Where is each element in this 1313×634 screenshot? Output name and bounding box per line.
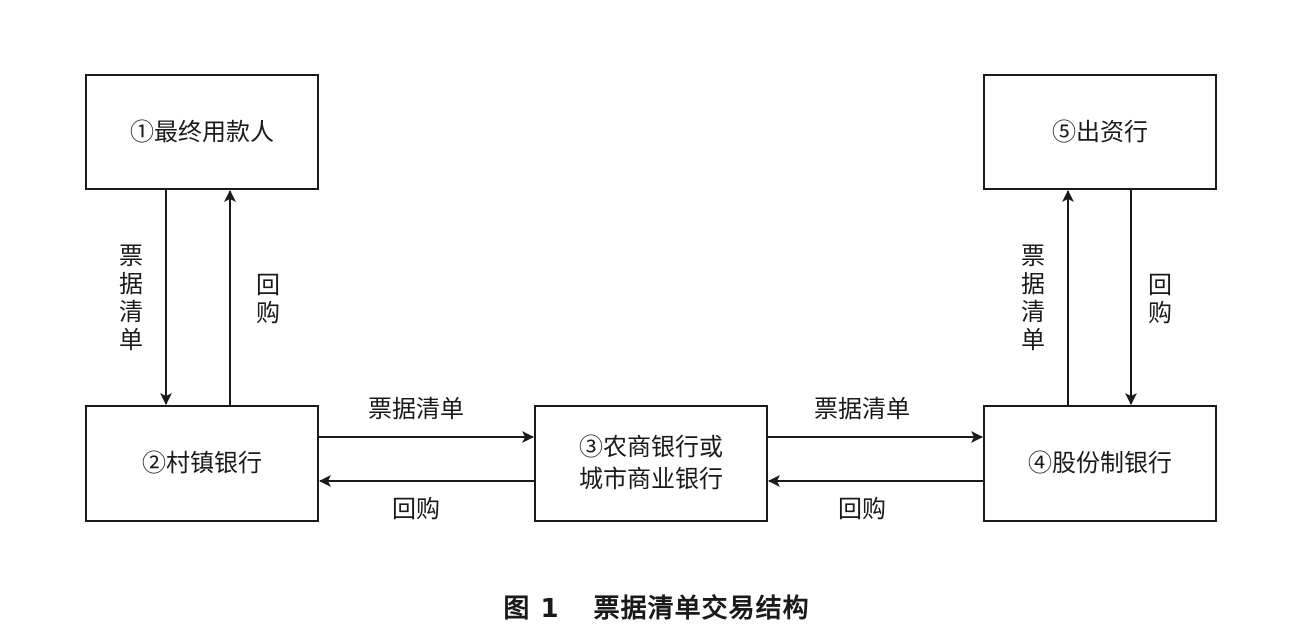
node-label-joint-stock-bank: ④股份制银行 [1028,449,1172,477]
edge-label-jointstock-to-rural: 回购 [838,495,886,523]
node-box-rural-city-bank [534,405,768,522]
edge-label-rural-to-jointstock: 票据清单 [814,395,910,423]
edge-label-village-to-borrower: 回购 [256,271,280,327]
node-box-joint-stock-bank [983,405,1217,522]
node-box-village-bank [85,405,319,522]
figure-caption: 图 1 票据清单交易结构 [0,588,1313,625]
node-label-village-bank: ②村镇银行 [142,449,262,477]
edge-label-jointstock-to-funding: 票据清单 [1021,242,1045,354]
node-label-funding-bank: ⑤出资行 [1052,118,1148,146]
figure-title: 票据清单交易结构 [593,594,810,624]
node-label-rural-bank-line2: 城市商业银行 [579,465,723,493]
node-box-funding-bank [983,74,1217,190]
node-box-final-borrower [85,74,319,190]
edge-label-borrower-to-village: 票据清单 [119,242,143,354]
edge-label-rural-to-village: 回购 [392,495,440,523]
edge-label-village-to-rural: 票据清单 [368,395,464,423]
figure-number: 图 1 [503,594,560,624]
edge-label-funding-to-jointstock: 回购 [1148,271,1172,327]
node-label-rural-bank-line1: ③农商银行或 [579,433,723,461]
node-label-final-borrower: ①最终用款人 [130,118,274,146]
